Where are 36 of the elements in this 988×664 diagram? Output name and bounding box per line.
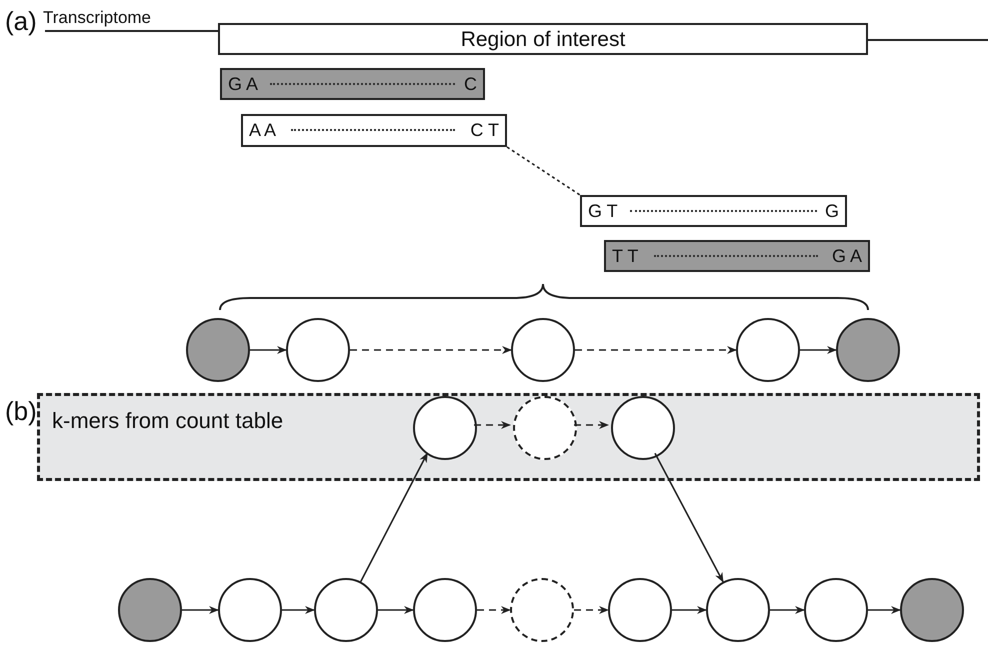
- sequence-read-bar: [580, 195, 847, 227]
- arrow: [770, 606, 805, 614]
- panel-title: k-mers from count table: [52, 408, 284, 434]
- arrow: [250, 346, 287, 354]
- arrow: [477, 606, 511, 614]
- arrow: [672, 606, 707, 614]
- panel-letter: (b): [5, 396, 37, 427]
- arrow: [182, 606, 219, 614]
- region-label: Region of interest: [460, 28, 626, 52]
- region-box: [218, 23, 868, 55]
- kmer-table-panel: [37, 393, 980, 481]
- arrow: [574, 606, 609, 614]
- base-letters: G A: [832, 246, 862, 267]
- arrow: [282, 606, 315, 614]
- base-letters: G: [824, 201, 839, 222]
- arrow: [575, 346, 737, 354]
- sequence-read-bar: [220, 68, 485, 100]
- arrow: [360, 452, 428, 582]
- sequence-read-bar: [604, 240, 870, 272]
- base-letters: T T: [612, 246, 638, 267]
- arrow: [474, 421, 511, 429]
- sequence-read-bar: [241, 114, 507, 147]
- arrow: [574, 421, 609, 429]
- arrow: [800, 346, 837, 354]
- base-letters: G T: [588, 201, 618, 222]
- panel-letter: (a): [5, 6, 37, 37]
- arrow: [350, 346, 512, 354]
- base-letters: C: [464, 74, 477, 95]
- arrow: [378, 606, 414, 614]
- arrow: [868, 606, 901, 614]
- base-letters: A A: [249, 120, 276, 141]
- base-letters: C T: [470, 120, 499, 141]
- base-letters: G A: [228, 74, 258, 95]
- track-label: Transcriptome: [43, 8, 152, 28]
- arrow: [654, 452, 724, 583]
- connector-line: [506, 146, 580, 196]
